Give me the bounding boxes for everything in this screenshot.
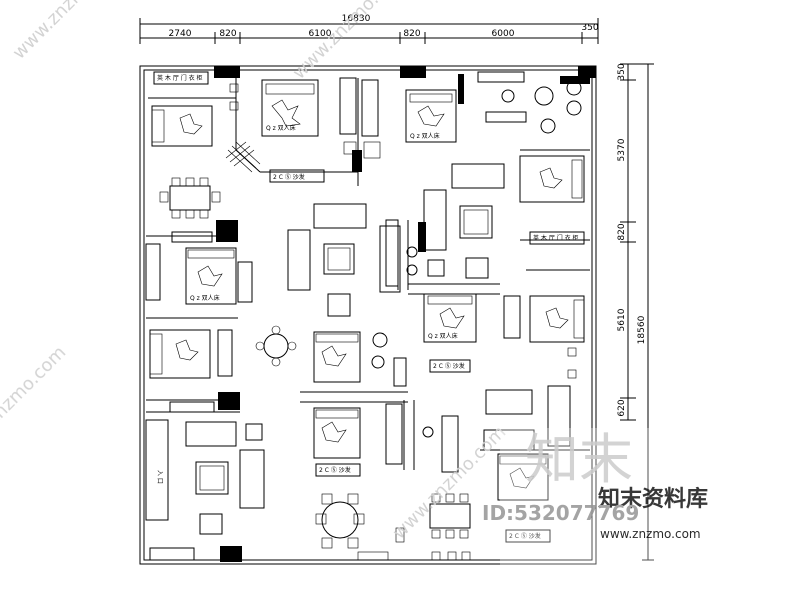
cabinet-tag-1: 英 木 厅 门 衣 柜 (157, 74, 203, 82)
watermark-url: www.znzmo.com (600, 527, 701, 541)
entry-tag: 入 口 (156, 470, 163, 484)
sofa-group-2 (423, 163, 505, 279)
top-dim-4: 820 (403, 29, 420, 39)
bed-right-2 (529, 295, 585, 343)
right-dim-5: 620 (617, 399, 627, 416)
dining-table-bottom (429, 493, 471, 539)
watermark-site-3: www.znzmo.com (0, 342, 70, 464)
text-tags: 英 木 厅 门 衣 柜 英 木 厅 门 衣 柜 2 C Ⓢ 沙发 2 C Ⓢ 沙… (149, 71, 585, 561)
watermark-id: ID:532077769 (482, 501, 639, 525)
watermark-brand-big: 知末 (525, 428, 633, 491)
small-fixtures (229, 83, 577, 561)
watermark-brand-cn: 知末资料库 (598, 486, 708, 512)
top-dim-3: 6100 (309, 29, 332, 39)
plants-center (371, 246, 434, 438)
bed-tag-2: Q z 双人床 (410, 132, 440, 140)
partition-walls (146, 74, 590, 470)
top-dim-right: 350 (581, 23, 598, 33)
right-dimension: 350 5370 820 5610 620 18560 (617, 63, 654, 561)
sofa-tag-3: 2 C Ⓢ 沙发 (319, 466, 351, 474)
sofa-tag-4: 2 C Ⓢ 沙发 (509, 532, 541, 540)
top-dim-5: 6000 (492, 29, 515, 39)
dining-round-bottom (315, 493, 365, 549)
right-dim-1: 350 (617, 63, 627, 80)
right-dim-2: 5370 (617, 138, 627, 161)
dining-table-top-left (159, 177, 221, 219)
right-dim-3: 820 (617, 223, 627, 240)
watermark-site-1: www.znzmo.com (9, 0, 131, 64)
bed-middle-2 (313, 407, 361, 459)
watermark-site-4: www.znzmo.com (389, 422, 511, 544)
bed-tag-1: Q z 双人床 (266, 124, 296, 132)
top-dim-1: 2740 (169, 29, 192, 39)
stairs (225, 141, 261, 173)
bed-tag-4: Q z 双人床 (190, 294, 220, 302)
sofa-group-4 (483, 385, 571, 451)
cabinet-tag-2: 英 木 厅 门 衣 柜 (533, 234, 579, 242)
bed-top-center: Q z 双人床 (261, 79, 319, 137)
sofa-group-3 (185, 421, 265, 535)
bed-left-1: Q z 双人床 (185, 247, 237, 305)
bed-center-1: Q z 双人床 (423, 293, 477, 343)
top-dimension: 16830 2740 820 6100 820 6000 350 (139, 14, 599, 44)
sofa-tag-1: 2 C Ⓢ 沙发 (273, 173, 305, 181)
round-table-middle (255, 325, 297, 367)
bed-top-right: Q z 双人床 (405, 89, 457, 143)
sofa-group-1 (287, 203, 401, 317)
top-total-dim: 16830 (342, 14, 371, 24)
bed-left-2 (149, 329, 211, 379)
right-dim-4: 5610 (617, 308, 627, 331)
top-dim-2: 820 (219, 29, 236, 39)
plants-top-right (501, 80, 582, 134)
sofa-tag-2: 2 C Ⓢ 沙发 (433, 362, 465, 370)
bed-right-1 (519, 155, 585, 203)
bed-top-left (151, 105, 213, 147)
bed-middle-1 (313, 331, 361, 383)
right-total-dim: 18560 (637, 315, 647, 344)
wardrobes (145, 77, 521, 521)
bed-tag-3: Q z 双人床 (428, 332, 458, 340)
watermark-site-2: www.znzmo.com (289, 0, 411, 84)
bed-bottom-right (497, 453, 549, 501)
